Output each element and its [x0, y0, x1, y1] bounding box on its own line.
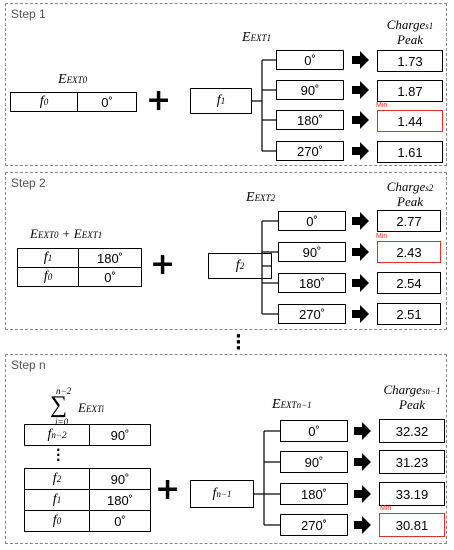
step-2-angle-3: 270˚: [278, 304, 346, 324]
step-2-ext2-label: EEXT2: [246, 190, 276, 205]
step-2-sum-label: EEXT0 + EEXT1: [30, 226, 103, 241]
table-ellipsis: ···: [56, 443, 61, 467]
step-1-header: Charges1 Peak: [386, 17, 434, 47]
step-2-value-2: 2.54: [377, 272, 441, 294]
step-n-angle-1: 90˚: [280, 451, 348, 473]
step-n-value-1: 31.23: [379, 450, 445, 474]
step-2-plus: +: [150, 247, 176, 282]
step-1-value-0: 1.73: [377, 50, 443, 72]
step-n-sum-top: n−2: [56, 386, 72, 396]
step-1-value-3: 1.61: [377, 141, 443, 163]
step-n-sum-label: EEXTi: [78, 400, 104, 415]
step-1-plus: +: [146, 83, 172, 118]
step-1-angle-2: 180˚: [276, 110, 344, 130]
step-2-angle-1: 90˚: [278, 242, 346, 262]
step-2-table-f0-angle: 0˚: [78, 267, 142, 287]
step-n-sum-symbol: ∑: [50, 392, 68, 418]
step-1-ext1-label: EEXT1: [242, 30, 272, 45]
step-2-value-1: 2.43: [377, 241, 441, 263]
step-2-panel: Step 2: [5, 172, 447, 330]
step-n-sum-bottom: i=0: [55, 417, 69, 427]
step-n-panel: Step n: [5, 354, 447, 544]
step-n-min-label: Min: [380, 505, 392, 512]
step-1-value-2: 1.44: [377, 110, 443, 132]
step-2-header: Charges2 Peak: [386, 179, 434, 209]
step-n-angle-2: 180˚: [280, 483, 348, 505]
step-n-angle-0: 0˚: [280, 420, 348, 442]
step-n-value-0: 32.32: [379, 419, 445, 443]
step-2-value-3: 2.51: [377, 303, 441, 325]
step-2-angle-0: 0˚: [278, 211, 346, 231]
step-n-label: Step n: [11, 358, 46, 372]
step-2-min-label: Min: [376, 233, 388, 240]
step-n-table-fn2-angle: 90˚: [89, 424, 151, 446]
step-1-panel: Step 1: [5, 3, 447, 166]
step-1-angle-1: 90˚: [276, 80, 344, 100]
step-2-label: Step 2: [11, 176, 46, 190]
step-n-extn1-label: EEXTn−1: [272, 397, 312, 412]
step-2-angle-2: 180˚: [278, 273, 346, 293]
ellipsis-dots: ···: [235, 326, 242, 359]
arrow-icons: [352, 51, 371, 534]
step-2-value-0: 2.77: [377, 210, 441, 232]
step-n-angle-3: 270˚: [280, 514, 348, 536]
step-1-angle-3: 270˚: [276, 141, 344, 161]
step-n-plus: +: [155, 472, 181, 507]
step-n-header: Chargesn−1 Peak: [383, 382, 441, 412]
step-1-value-1: 1.87: [377, 80, 443, 102]
step-n-value-2: 33.19: [379, 482, 445, 506]
step-1-angle-0: 0˚: [276, 50, 344, 70]
step-n-table-f0-angle: 0˚: [89, 510, 151, 532]
step-1-f0-angle-cell: 0˚: [77, 92, 137, 112]
step-n-value-3: 30.81: [379, 513, 445, 537]
step-1-ext0-label: EEXT0: [58, 72, 88, 87]
step-1-label: Step 1: [11, 7, 46, 21]
step-1-min-label: Min: [376, 102, 388, 109]
